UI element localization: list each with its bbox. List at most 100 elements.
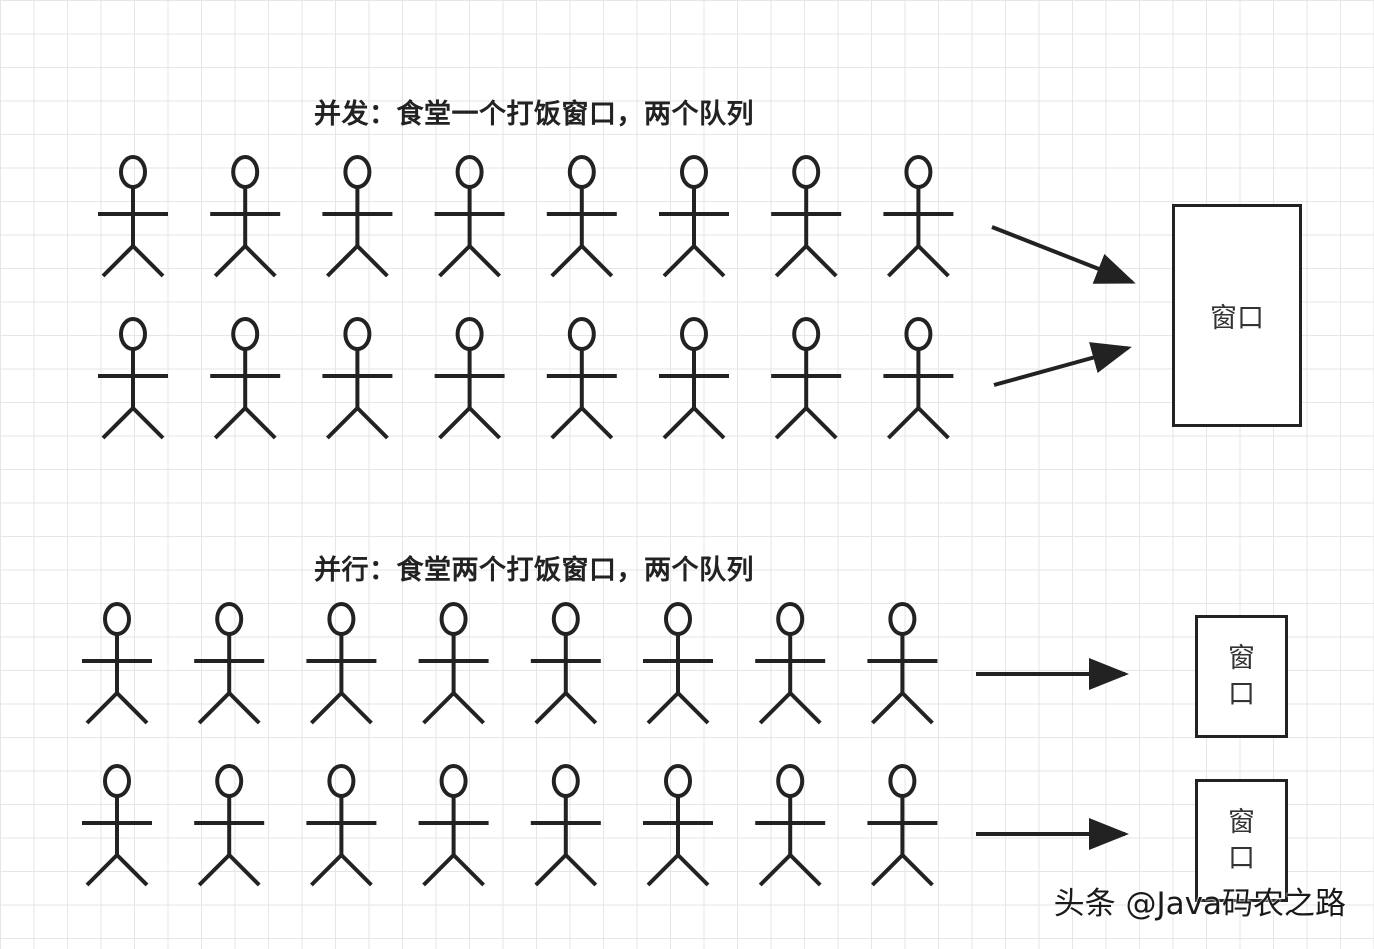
person-left-leg (101, 244, 135, 278)
concurrent-queue-2-person (322, 317, 393, 440)
parallel-window-2-box: 窗 口 (1195, 779, 1288, 902)
concurrent-queue-1-person (883, 155, 954, 278)
person-head (215, 602, 244, 636)
parallel-queue-1-person (867, 602, 938, 725)
person-head (103, 764, 131, 798)
person-head (551, 764, 580, 798)
person-head (551, 602, 580, 636)
person-head (776, 764, 805, 798)
shared-window-box: 窗口 (1172, 204, 1302, 427)
person-head (888, 764, 917, 798)
parallel-queue-2-person (418, 764, 489, 887)
person-left-leg (758, 691, 792, 725)
person-left-leg (534, 691, 568, 725)
person-right-leg (243, 406, 277, 440)
person-right-leg (355, 406, 389, 440)
person-head (327, 602, 356, 636)
person-right-leg (115, 853, 149, 887)
person-right-leg (692, 244, 726, 278)
person-left-leg (662, 406, 696, 440)
person-head (455, 155, 484, 189)
person-head (119, 317, 147, 351)
person-right-leg (804, 406, 838, 440)
person-right-leg (788, 691, 822, 725)
person-left-leg (85, 853, 119, 887)
concurrent-queue-1-person (98, 155, 168, 278)
person-right-leg (900, 691, 934, 725)
person-head (327, 764, 356, 798)
person-head (904, 317, 933, 351)
parallel-queue-2-person (867, 764, 938, 887)
person-left-leg (550, 406, 584, 440)
person-head (455, 317, 484, 351)
person-right-leg (355, 244, 389, 278)
person-left-leg (662, 244, 696, 278)
person-right-leg (227, 691, 261, 725)
concurrent-queue-2-person (883, 317, 954, 440)
parallel-window-2-label-line1: 窗 (1228, 806, 1255, 838)
person-left-leg (197, 853, 231, 887)
person-right-leg (131, 406, 165, 440)
person-left-leg (886, 406, 920, 440)
person-left-leg (213, 244, 247, 278)
parallel-window-1-box: 窗 口 (1195, 615, 1288, 738)
person-left-leg (758, 853, 792, 887)
person-head (664, 764, 692, 798)
person-left-leg (438, 406, 472, 440)
person-left-leg (886, 244, 920, 278)
person-right-leg (243, 244, 277, 278)
person-left-leg (774, 244, 808, 278)
person-right-leg (227, 853, 261, 887)
concurrent-queue-1-person (659, 155, 729, 278)
person-head (439, 764, 468, 798)
parallel-queue-1-person (306, 602, 377, 725)
parallel-window-1-label-line2: 口 (1228, 678, 1255, 710)
person-head (439, 602, 468, 636)
person-head (792, 317, 821, 351)
person-left-leg (438, 244, 472, 278)
person-head (215, 764, 244, 798)
person-left-leg (646, 853, 680, 887)
person-head (680, 155, 708, 189)
concurrent-queue-1-person (771, 155, 842, 278)
person-left-leg (309, 691, 343, 725)
parallel-queue-1-person (418, 602, 489, 725)
person-right-leg (339, 691, 373, 725)
person-left-leg (213, 406, 247, 440)
concurrent-queue-2-person (98, 317, 168, 440)
concurrent-title: 并发：食堂一个打饭窗口，两个队列 (314, 99, 754, 130)
concurrent-arrow-1 (991, 225, 1136, 284)
person-left-leg (101, 406, 135, 440)
person-left-leg (870, 853, 904, 887)
person-right-leg (788, 853, 822, 887)
concurrent-queue-1-person (210, 155, 281, 278)
person-right-leg (916, 406, 950, 440)
person-head (680, 317, 708, 351)
parallel-title: 并行：食堂两个打饭窗口，两个队列 (314, 555, 754, 586)
person-head (888, 602, 917, 636)
person-head (231, 155, 260, 189)
person-left-leg (325, 244, 359, 278)
person-right-leg (115, 691, 149, 725)
concurrent-queue-1-person (434, 155, 505, 278)
person-left-leg (422, 691, 456, 725)
parallel-queue-1-person (755, 602, 826, 725)
person-left-leg (774, 406, 808, 440)
concurrent-queue-2-person (659, 317, 729, 440)
parallel-queue-1-person (530, 602, 601, 725)
person-right-leg (564, 853, 598, 887)
parallel-queue-2-person (755, 764, 826, 887)
person-left-leg (85, 691, 119, 725)
person-right-leg (916, 244, 950, 278)
person-head (776, 602, 805, 636)
parallel-window-1-label-line1: 窗 (1228, 642, 1255, 674)
concurrent-queue-2-person (434, 317, 505, 440)
concurrent-arrow-2 (993, 342, 1132, 387)
person-right-leg (676, 691, 710, 725)
person-right-leg (339, 853, 373, 887)
person-left-leg (870, 691, 904, 725)
person-right-leg (468, 244, 502, 278)
parallel-queue-2-person (306, 764, 377, 887)
person-head (343, 155, 372, 189)
